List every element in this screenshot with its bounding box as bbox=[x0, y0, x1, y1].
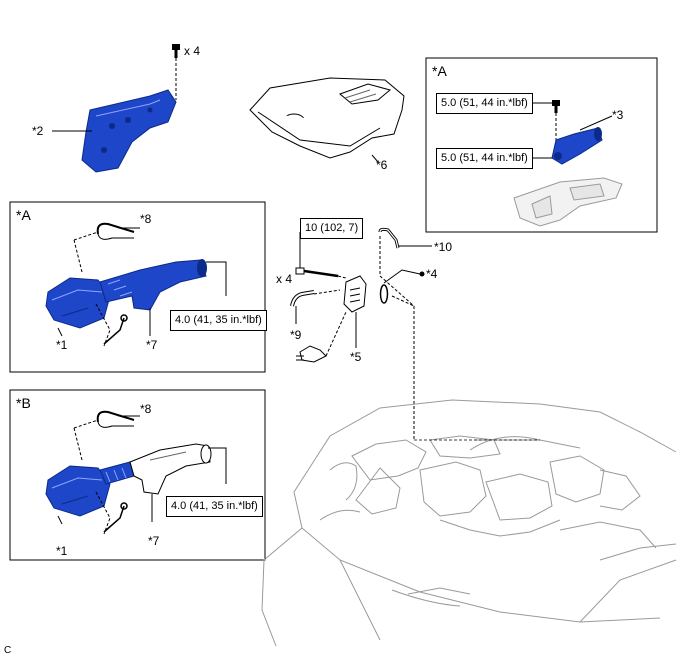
connector-part bbox=[296, 345, 327, 363]
clip-B bbox=[103, 502, 128, 533]
torque-A: 4.0 (41, 35 in.*lbf) bbox=[170, 310, 267, 331]
clamp-part-8 bbox=[96, 222, 135, 240]
label-part-7-B: *7 bbox=[148, 534, 160, 548]
dot-icon bbox=[419, 271, 425, 277]
air-cleaner-part-1-B bbox=[45, 465, 111, 517]
frame-B-left bbox=[9, 389, 266, 561]
intake-hose-part-7-A bbox=[99, 259, 207, 311]
label-x4-top: x 4 bbox=[184, 44, 201, 58]
label-part-9: *9 bbox=[290, 328, 302, 342]
clip-A bbox=[103, 314, 128, 345]
frame-A-left bbox=[9, 201, 266, 373]
label-part-2: *2 bbox=[32, 124, 44, 138]
torque-center: 10 (102, 7) bbox=[300, 218, 364, 239]
intake-hose-part-7-B bbox=[99, 443, 212, 495]
air-cleaner-part-1-A bbox=[45, 277, 111, 329]
label-part-8-A: *8 bbox=[140, 212, 152, 226]
sensor-part-3 bbox=[551, 127, 603, 165]
torque-right-top: 5.0 (51, 44 in.*lbf) bbox=[436, 93, 533, 114]
bolt-icon bbox=[295, 267, 339, 278]
label-part-7-A: *7 bbox=[146, 338, 158, 352]
bolt-icon bbox=[172, 44, 180, 58]
corner-code: C bbox=[4, 645, 12, 656]
label-part-10: *10 bbox=[434, 240, 453, 254]
frame-B-left-title: *B bbox=[16, 395, 31, 411]
label-part-3: *3 bbox=[612, 108, 624, 122]
frame-A-right-title: *A bbox=[432, 63, 447, 79]
label-part-8-B: *8 bbox=[140, 402, 152, 416]
clamp-part-8-B bbox=[96, 410, 135, 428]
frame-A-right bbox=[425, 57, 658, 233]
torque-right-bottom: 5.0 (51, 44 in.*lbf) bbox=[436, 148, 533, 169]
bracket-part-2 bbox=[81, 89, 177, 173]
hose-part-10 bbox=[378, 227, 400, 249]
torque-B: 4.0 (41, 35 in.*lbf) bbox=[166, 496, 263, 517]
frame-A-left-title: *A bbox=[16, 207, 31, 223]
gasket-part-4 bbox=[379, 284, 389, 304]
label-part-4: *4 bbox=[426, 267, 438, 281]
engine-cover-part-6 bbox=[249, 77, 405, 159]
label-part-6: *6 bbox=[376, 158, 388, 172]
bolt-icon bbox=[552, 100, 560, 113]
bracket-part-5 bbox=[343, 275, 367, 313]
label-part-5: *5 bbox=[350, 350, 362, 364]
vehicle-engine-bay-outline bbox=[261, 399, 677, 647]
label-x4-mid: x 4 bbox=[276, 272, 293, 286]
hose-part-9 bbox=[290, 290, 315, 307]
air-duct-outline bbox=[513, 177, 623, 227]
label-part-1-B: *1 bbox=[56, 544, 68, 558]
label-part-1-A: *1 bbox=[56, 338, 68, 352]
